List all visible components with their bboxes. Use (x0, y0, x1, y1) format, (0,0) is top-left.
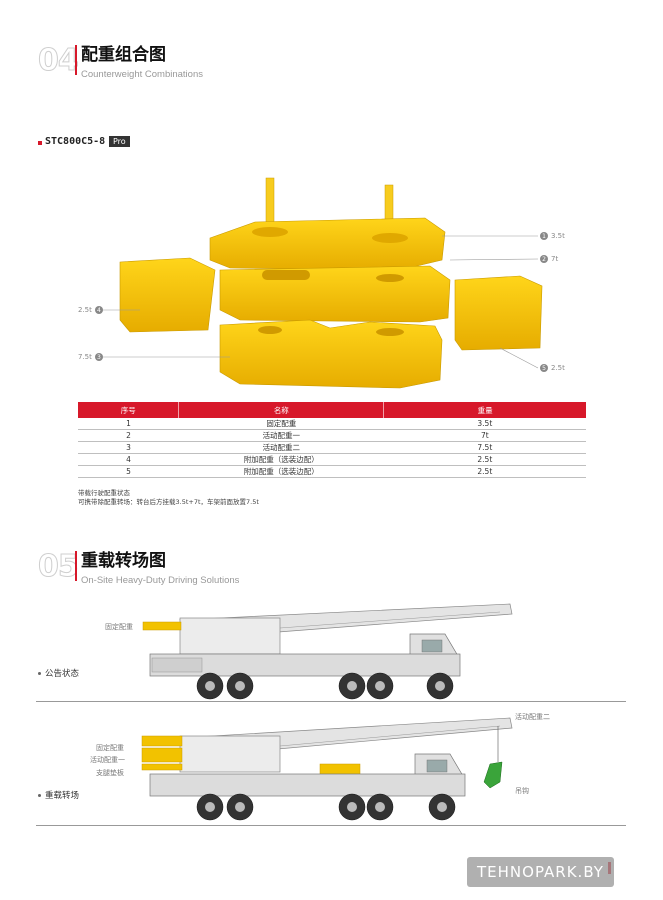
section-number-05: 05 (38, 549, 80, 584)
weight-label: 7t (551, 255, 559, 263)
table-row: 1 固定配重 3.5t (78, 418, 586, 430)
section-subtitle: Counterweight Combinations (81, 69, 203, 80)
divider-line (36, 825, 626, 826)
bullet-icon (38, 793, 41, 797)
label-active-counterweight-2: 活动配重二 (515, 713, 550, 721)
section-number-04: 04 (38, 43, 80, 78)
label-counterweight-3: 7.5t 3 (78, 353, 103, 361)
cell-number: 3 (78, 441, 179, 454)
cell-name: 附加配重（选装边配） (178, 465, 384, 478)
label-counterweight-1: 1 3.5t (540, 232, 565, 240)
label-counterweight-5: 5 2.5t (540, 364, 565, 372)
section-title: 配重组合图 (81, 45, 166, 65)
number-badge: 3 (94, 353, 103, 361)
weight-label: 7.5t (78, 353, 92, 361)
section-divider (75, 551, 77, 581)
label-counterweight-2: 2 7t (540, 255, 558, 263)
table-row: 4 附加配重（选装边配） 2.5t (78, 453, 586, 466)
cell-number: 2 (78, 429, 179, 442)
note-line-1: 带载行驶配重状态 (78, 489, 130, 497)
bullet-icon (38, 141, 42, 145)
section-title: 重载转场图 (81, 551, 166, 571)
column-header-weight: 重量 (383, 402, 586, 418)
table-row: 5 附加配重（选装边配） 2.5t (78, 465, 586, 478)
cell-number: 5 (78, 465, 179, 478)
label-hook: 吊钩 (515, 787, 529, 795)
label-outrigger-pad: 支腿垫板 (96, 769, 124, 777)
weight-label: 2.5t (551, 364, 565, 372)
label-fixed-counterweight: 固定配重 (96, 744, 124, 752)
watermark: TEHNOPARK.BY (467, 857, 614, 887)
number-badge: 4 (94, 306, 103, 314)
state-label-announcement: 公告状态 (38, 667, 79, 679)
counterweight-table: 序号 名称 重量 1 固定配重 3.5t 2 活动配重一 7t 3 活动配重二 … (78, 402, 586, 478)
number-badge: 2 (540, 255, 548, 263)
cell-name: 固定配重 (178, 418, 384, 430)
label-fixed-counterweight: 固定配重 (105, 623, 133, 631)
cell-number: 1 (78, 418, 179, 430)
cell-name: 活动配重二 (178, 441, 384, 454)
notes: 带载行驶配重状态 可携带除配重转场：转台后方挂载3.5t+7t，车架前面放置7.… (78, 489, 259, 507)
bullet-icon (38, 671, 41, 675)
table-row: 2 活动配重一 7t (78, 429, 586, 442)
number-badge: 5 (540, 364, 548, 372)
divider-line (36, 701, 626, 702)
note-line-2: 可携带除配重转场：转台后方挂载3.5t+7t，车架前面放置7.5t (78, 498, 259, 506)
table-header-row: 序号 名称 重量 (78, 402, 586, 418)
counterweight-diagram (100, 177, 543, 389)
cell-weight: 7t (383, 429, 586, 442)
crane-drawing-announcement (142, 603, 513, 700)
column-header-number: 序号 (78, 402, 180, 418)
number-badge: 1 (540, 232, 548, 240)
label-active-counterweight-1: 活动配重一 (90, 756, 125, 764)
cell-weight: 2.5t (383, 453, 586, 466)
model-name: STC800C5-8 (45, 136, 106, 147)
cell-weight: 7.5t (383, 441, 586, 454)
cell-weight: 2.5t (383, 465, 586, 478)
cell-name: 活动配重一 (178, 429, 384, 442)
state-label-text: 公告状态 (45, 669, 80, 679)
weight-label: 2.5t (78, 306, 92, 314)
crane-drawing-heavy-transit (141, 717, 513, 821)
weight-label: 3.5t (551, 232, 565, 240)
label-counterweight-4: 2.5t 4 (78, 306, 103, 314)
section-divider (75, 45, 77, 75)
cell-name: 附加配重（选装边配） (178, 453, 384, 466)
cell-number: 4 (78, 453, 179, 466)
state-label-text: 重载转场 (45, 791, 80, 801)
table-row: 3 活动配重二 7.5t (78, 441, 586, 454)
column-header-name: 名称 (178, 402, 385, 418)
state-label-heavy-transit: 重载转场 (38, 789, 79, 801)
section-subtitle: On-Site Heavy-Duty Driving Solutions (81, 575, 240, 586)
model-badge: Pro (109, 136, 130, 147)
cell-weight: 3.5t (383, 418, 586, 430)
